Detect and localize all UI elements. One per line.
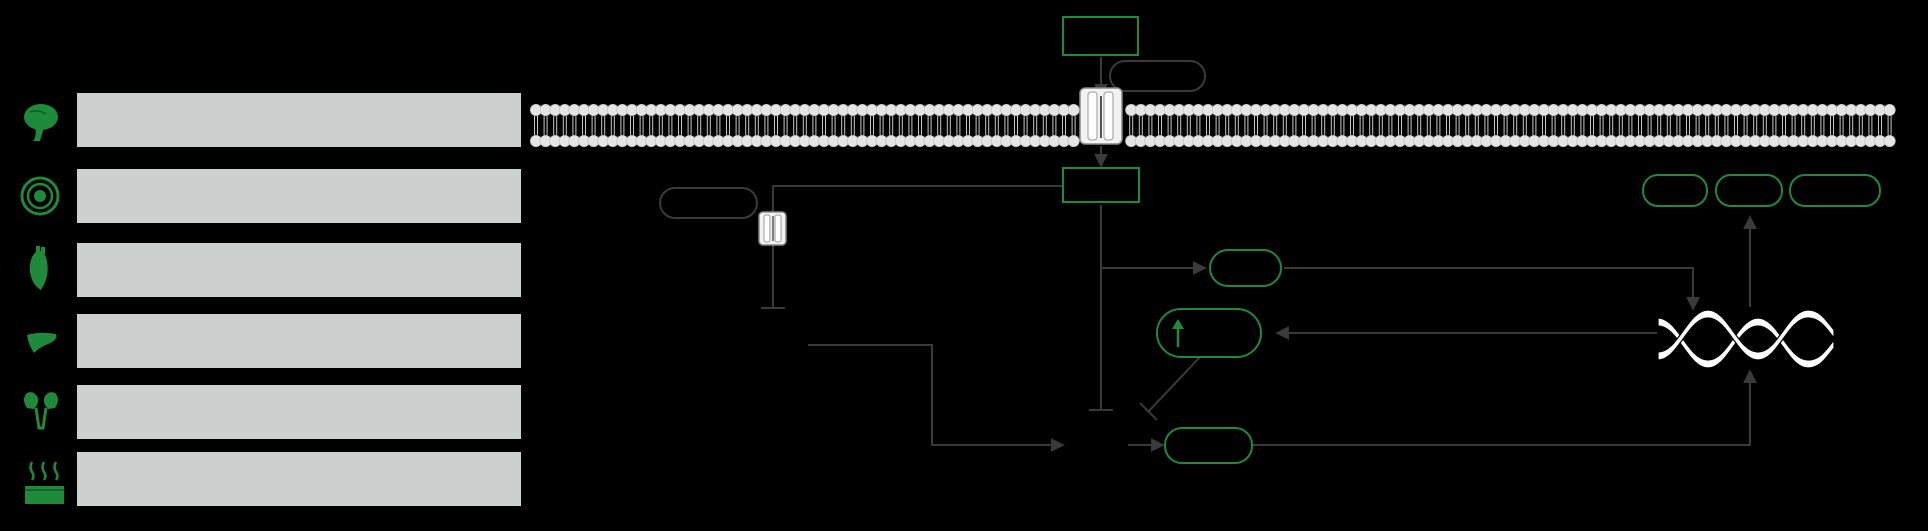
panel-background <box>77 243 521 297</box>
panel-background <box>77 93 521 147</box>
panel-background <box>77 314 521 368</box>
lipid-head <box>1883 104 1896 117</box>
lower-effector-node <box>1164 427 1253 464</box>
upregulated-node <box>1156 308 1262 358</box>
gene-product-1 <box>1642 174 1708 207</box>
up-arrow-icon <box>1172 319 1184 347</box>
gene-product-2 <box>1715 174 1783 207</box>
gene-product-pill <box>1789 174 1881 207</box>
organ-panel-list <box>77 93 521 506</box>
lipid-head <box>1067 104 1080 117</box>
organ-panel-kidney <box>77 385 521 439</box>
upper-effector-node <box>1209 249 1282 287</box>
organ-panel-eye <box>77 169 521 223</box>
coreceptor-pill <box>1109 60 1206 92</box>
gene-product-3 <box>1789 174 1881 207</box>
lipid-head <box>1067 134 1080 147</box>
intracellular-node <box>1062 167 1140 203</box>
upper-effector-pill <box>1209 249 1282 287</box>
eye-icon <box>20 176 60 216</box>
upregulated-pill <box>1156 308 1262 358</box>
intracellular-box <box>1062 167 1140 203</box>
secondary-path-arrow <box>808 344 1065 452</box>
panel-background <box>77 452 521 506</box>
panel-background <box>77 169 521 223</box>
ligand-node <box>1062 16 1139 56</box>
kidney-icon <box>24 392 58 430</box>
pathway-connectors <box>761 57 1757 452</box>
lipid-head <box>1883 134 1896 147</box>
upregulated-inhibition-line <box>1147 356 1201 413</box>
lower-effector-pill <box>1164 427 1253 464</box>
organ-panel-heart <box>77 243 521 297</box>
upper-effector-to-dna-arrow <box>1284 267 1700 311</box>
gene-products-group <box>1642 174 1881 207</box>
organ-panel-liver <box>77 314 521 368</box>
organ-panel-brain <box>77 93 521 147</box>
secondary-ligand-node <box>659 187 758 219</box>
adipose-tissue-icon <box>25 461 64 504</box>
dna-helix-icon <box>1657 309 1835 369</box>
gene-product-pill <box>1642 174 1708 207</box>
panel-background <box>77 385 521 439</box>
coreceptor-node <box>1109 60 1206 92</box>
cell-membrane <box>530 104 1896 147</box>
brain-icon <box>24 104 58 141</box>
upregulated-inhibition-bar <box>1139 402 1158 421</box>
secondary-receptor-icon <box>758 211 787 246</box>
gene-product-pill <box>1715 174 1783 207</box>
receptor-channel-icon <box>1079 87 1123 145</box>
box-to-secondary-receptor-line <box>772 185 1063 212</box>
lower-effector-to-dna-arrow <box>1253 369 1757 446</box>
liver-icon <box>27 332 57 353</box>
secondary-ligand-pill <box>659 187 758 219</box>
ligand-box <box>1062 16 1139 56</box>
heart-icon <box>29 246 48 290</box>
organ-panel-adipose <box>77 452 521 506</box>
